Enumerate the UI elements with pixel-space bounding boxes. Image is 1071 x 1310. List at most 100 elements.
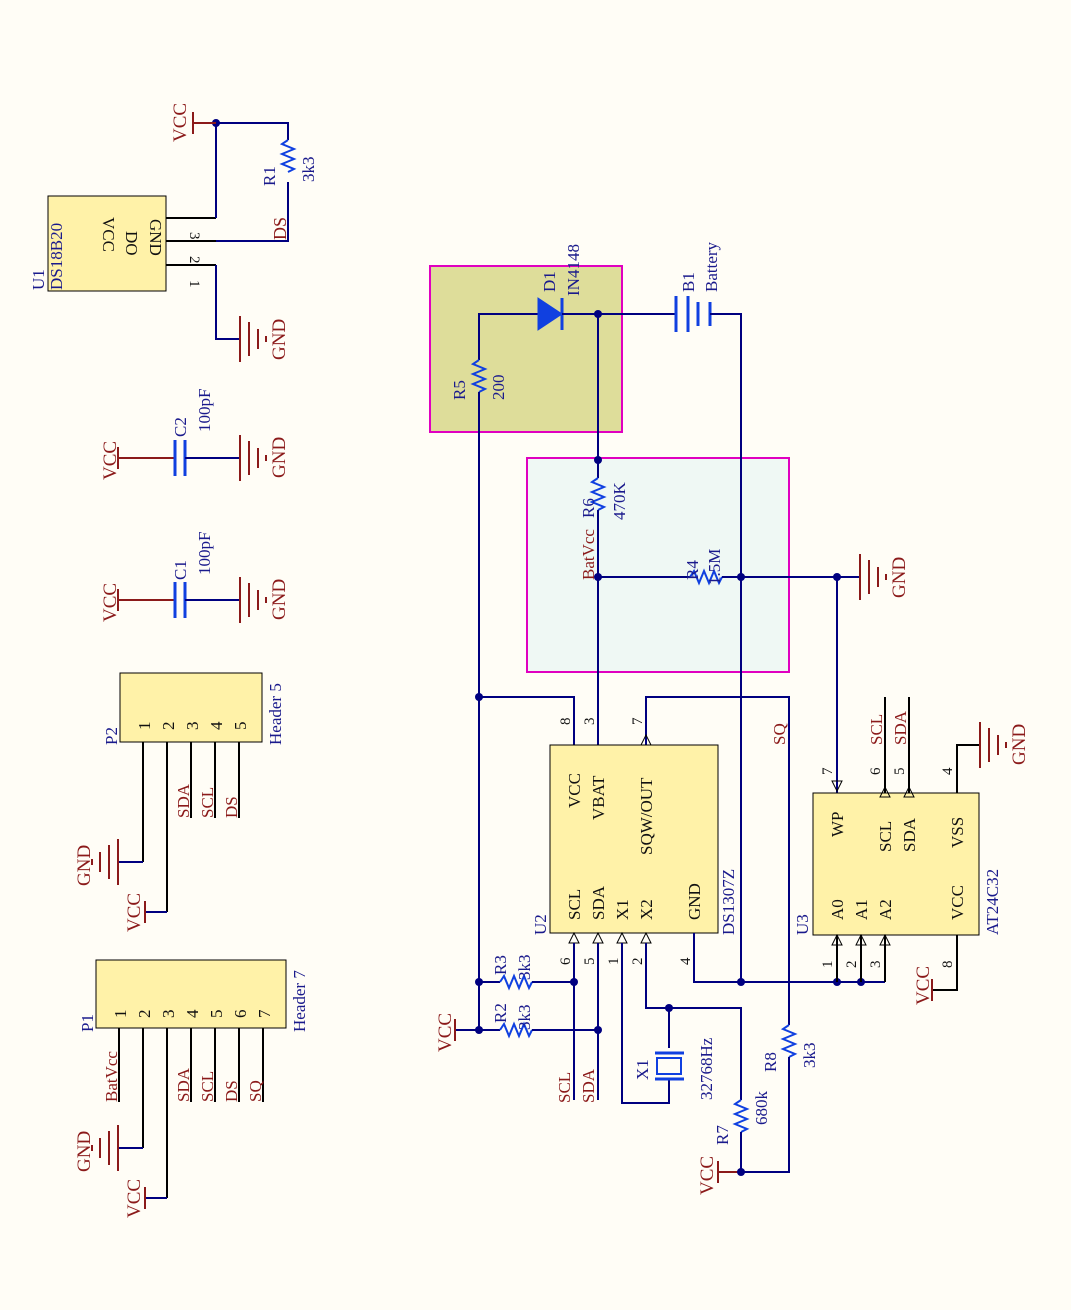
p2-ds-label: DS [222,796,241,818]
r3-value: 3k3 [515,955,534,981]
p2-header: P2 Header 5 1 2 3 4 5 GND VCC SDA SCL DS [74,672,285,932]
u3-pin-a0: A0 [828,899,847,920]
c2-value: 100pF [195,389,214,432]
u1-gnd-symbol: GND [239,316,290,362]
b1-value: Battery [702,241,721,292]
u3-num-2: 2 [844,961,860,969]
battery-diode-region [429,265,623,433]
ds-net-label: DS [270,217,290,240]
u1-pin-num-3: 3 [186,232,202,240]
p1-gnd-label: GND [74,1131,95,1172]
u1-pin-num-2: 2 [186,256,202,264]
c1-gnd-label: GND [269,579,290,620]
u2-sda-label: SDA [579,1068,598,1103]
u2-pin-vcc: VCC [565,773,584,808]
p2-pin-3: 3 [183,722,202,731]
u2-pin-sda: SDA [589,885,608,920]
p1-vcc-label: VCC [124,1179,145,1218]
u3-pin-a2: A2 [876,899,895,920]
p2-body [119,672,263,743]
u3-num-5: 5 [892,768,908,776]
r5-ref: R5 [450,380,469,400]
p2-pin-5: 5 [231,722,250,731]
u1-pin-gnd: GND [146,219,165,256]
u2-pin-x1: X1 [613,899,632,920]
u1-pin-vcc: VCC [99,217,118,252]
u3-num-3: 3 [868,961,884,969]
r5-resistor [470,359,488,393]
r7-resistor [732,1099,750,1133]
r4-resistor [689,568,723,586]
u2-pin-sqw: SQW/OUT [637,777,656,855]
b1-ref: B1 [679,272,698,292]
u3-vcc-label: VCC [913,966,934,1005]
r8-ref: R8 [761,1052,780,1072]
u3-num-6: 6 [868,767,884,775]
c1-vcc-label: VCC [100,583,121,622]
p1-ds-label: DS [222,1080,241,1102]
u2-num-3: 3 [582,718,598,726]
p1-pin-6: 6 [231,1010,250,1019]
u1-gnd-label: GND [269,319,290,360]
u2-num-1: 1 [606,958,622,966]
p1-pin-4: 4 [183,1009,202,1018]
r2-vcc-label: VCC [435,1013,456,1052]
r1-value: 3k3 [299,157,318,183]
c2-capacitor: VCC C2 100pF GND [100,389,290,481]
p1-pin-7: 7 [255,1009,274,1018]
u2-body [549,744,719,934]
r1-resistor [279,139,297,173]
r4-ref: R4 [683,560,702,580]
u2-pin-gnd: GND [685,883,704,920]
c2-ref: C2 [171,417,190,437]
u1-body [47,195,167,292]
d1-diode [537,297,563,331]
p2-pin-4: 4 [207,721,226,730]
u3-body [812,792,980,936]
p1-name: Header 7 [290,970,309,1032]
p2-pin-2: 2 [159,722,178,731]
r2-value: 3k3 [515,1005,534,1031]
u1-ds18b20: U1 DS18B20 GND DO VCC 1 2 3 [29,195,216,292]
p1-batvcc-label: BatVcc [102,1051,121,1102]
u2-ds1307z: VCC VBAT SQW/OUT SCL SDA X1 X2 GND U2 DS… [531,717,738,965]
p2-ref: P2 [102,727,121,745]
u3-sda-label: SDA [891,710,910,745]
p1-ref: P1 [78,1014,97,1032]
u2-pin-x2: X2 [637,899,656,920]
r5-value: 200 [489,375,508,401]
p1-pin-3: 3 [159,1010,178,1019]
r6-resistor [589,477,607,511]
c2-gnd-label: GND [269,437,290,478]
u3-pin-vcc: VCC [948,885,967,920]
r8-resistor [780,1024,798,1058]
c1-ref: C1 [171,560,190,580]
u3-ref: U3 [793,914,812,935]
u3-at24c32: WP SCL SDA VSS A0 A1 A2 VCC U3 AT24C32 7… [793,767,1002,968]
u2-pin-vbat: VBAT [589,775,608,820]
sq-net-label: SQ [770,723,789,745]
u2-name: DS1307Z [719,869,738,935]
r4-gnd-label: GND [889,557,910,598]
p2-sda-label: SDA [174,783,193,818]
u3-gnd-label: GND [1009,724,1030,765]
c1-capacitor: VCC C1 100pF GND [100,532,290,623]
x1-crystal [656,1057,682,1075]
u3-pin-scl: SCL [876,821,895,852]
batvcc-net-label: BatVcc [579,529,598,580]
p2-gnd-label: GND [74,845,95,886]
u3-num-8: 8 [940,961,956,969]
p2-pin-1: 1 [135,722,154,731]
u1-ref: U1 [29,269,48,290]
u3-pin-wp: WP [828,812,847,838]
r1-ref: R1 [260,166,279,186]
c1-value: 100pF [195,532,214,575]
r7-vcc-label: VCC [697,1156,718,1195]
u2-num-8: 8 [558,718,574,726]
r4-gnd-symbol: GND [859,554,910,600]
u1-vcc-label: VCC [170,103,191,142]
p1-sda-label: SDA [174,1067,193,1102]
r8-value: 3k3 [800,1043,819,1069]
